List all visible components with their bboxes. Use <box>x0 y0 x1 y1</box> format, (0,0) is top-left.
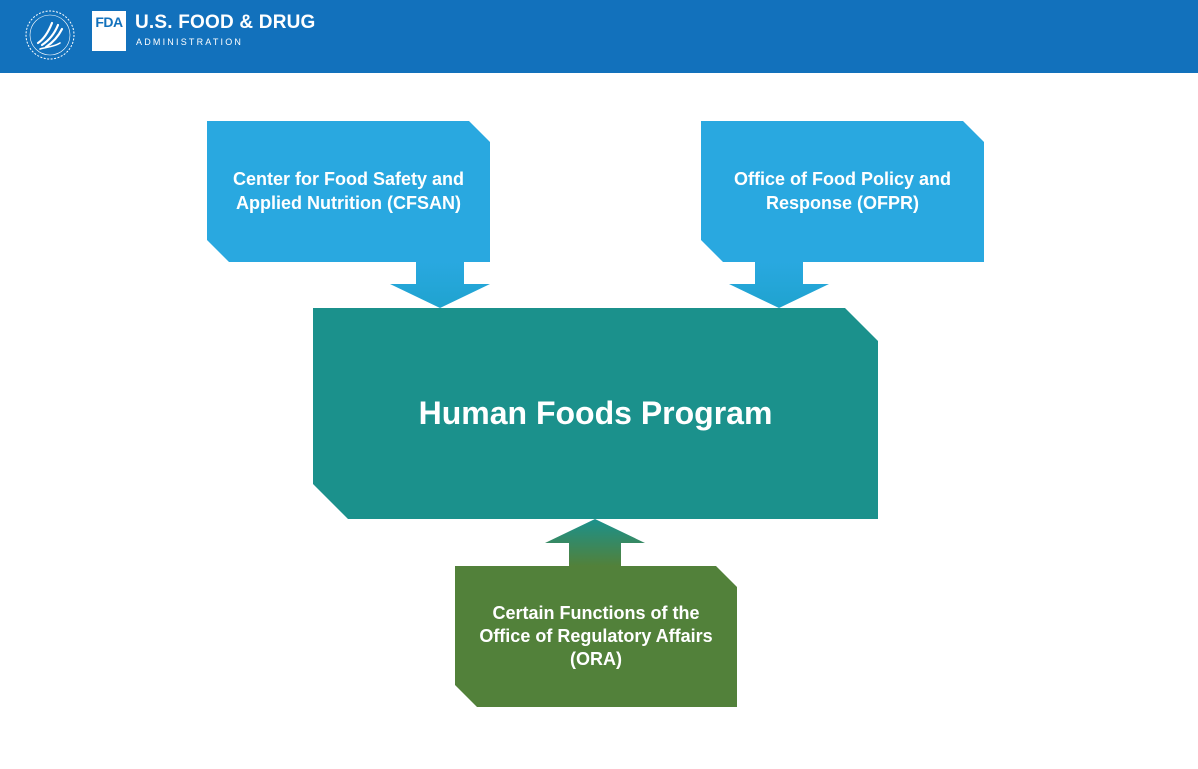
node-ofpr: Office of Food Policy and Response (OFPR… <box>701 121 984 262</box>
hhs-seal-icon <box>25 10 75 60</box>
agency-name: U.S. FOOD & DRUG <box>135 12 316 33</box>
site-header: FDA U.S. FOOD & DRUG ADMINISTRATION <box>0 0 1198 73</box>
node-ora: Certain Functions of the Office of Regul… <box>455 566 737 707</box>
node-ofpr-label: Office of Food Policy and Response (OFPR… <box>733 169 951 213</box>
node-hfp-label: Human Foods Program <box>418 395 773 432</box>
node-ora-label: Certain Functions of the Office of Regul… <box>479 602 713 670</box>
arrow-ofpr-to-hfp <box>729 262 829 308</box>
agency-subtitle: ADMINISTRATION <box>136 37 244 47</box>
fda-logo-mark: FDA <box>92 11 126 51</box>
node-human-foods-program: Human Foods Program <box>313 308 878 519</box>
node-cfsan-label: Center for Food Safety and Applied Nutri… <box>232 169 465 213</box>
arrow-ora-to-hfp <box>545 519 645 566</box>
node-cfsan: Center for Food Safety and Applied Nutri… <box>207 121 490 262</box>
arrow-cfsan-to-hfp <box>390 262 490 308</box>
